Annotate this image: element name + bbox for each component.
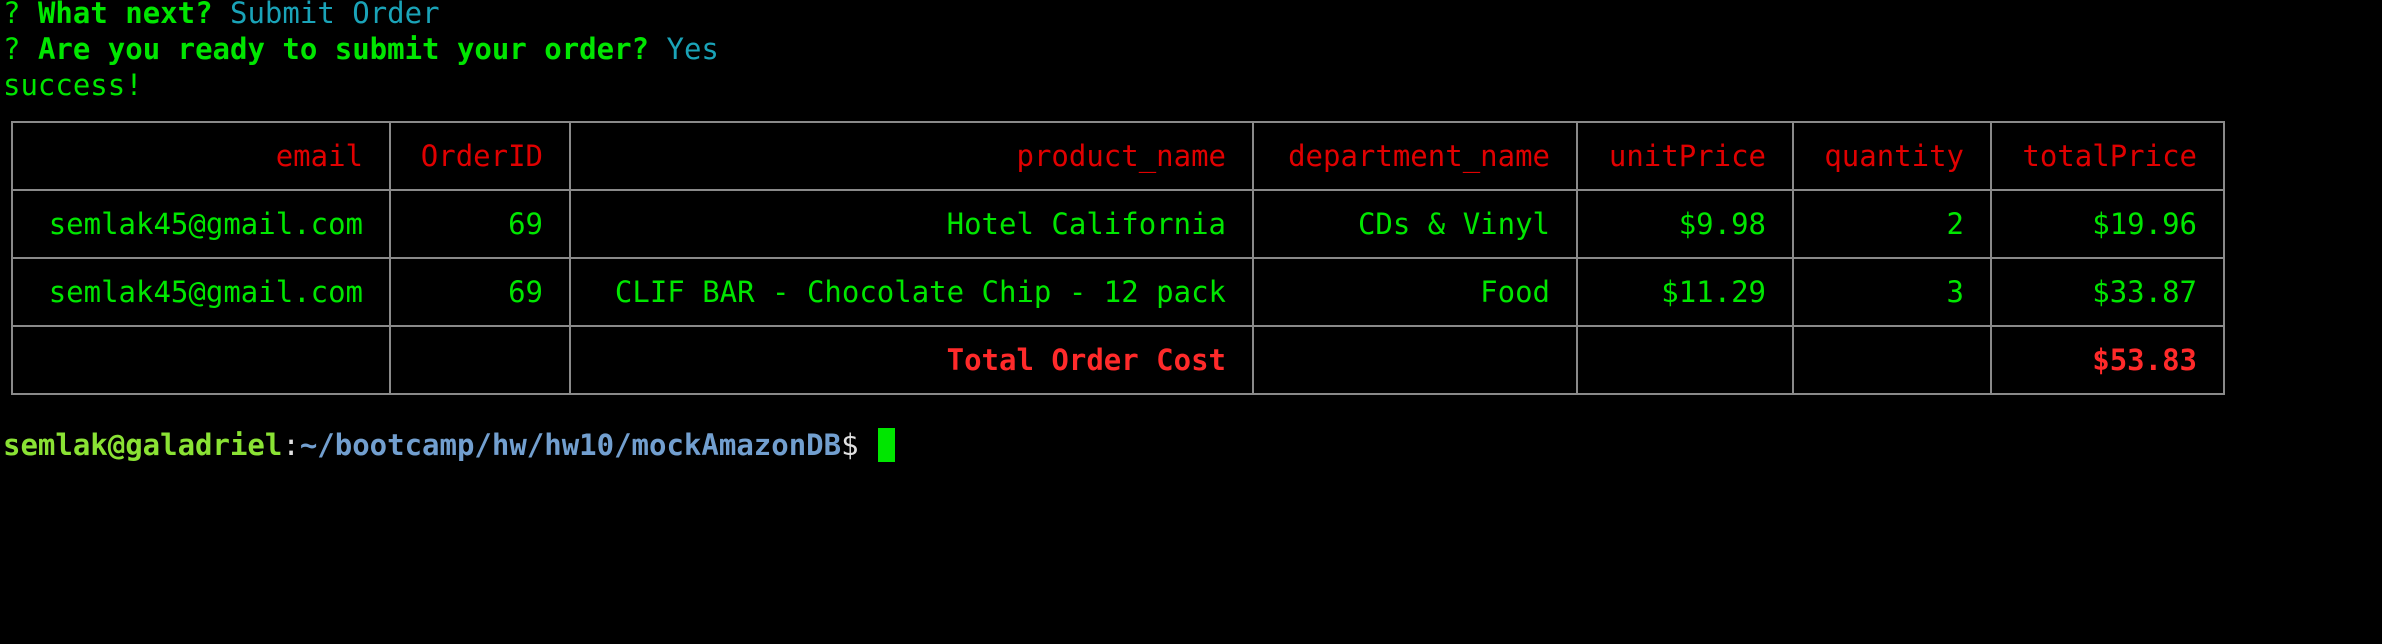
orders-table: email OrderID product_name department_na… bbox=[11, 121, 2225, 395]
cell-email: semlak45@gmail.com bbox=[11, 257, 391, 327]
cell-orderid: 69 bbox=[389, 257, 571, 327]
total-order-cost-label: Total Order Cost bbox=[569, 325, 1254, 395]
prompt-marker: ? bbox=[3, 0, 21, 30]
cell-empty bbox=[1576, 325, 1794, 395]
cell-product-name: CLIF BAR - Chocolate Chip - 12 pack bbox=[569, 257, 1254, 327]
cell-unit-price: $11.29 bbox=[1576, 257, 1794, 327]
column-header-unit-price: unitPrice bbox=[1576, 121, 1794, 191]
terminal-cursor[interactable] bbox=[878, 428, 896, 462]
cell-quantity: 2 bbox=[1792, 189, 1992, 259]
prompt-answer: Submit Order bbox=[230, 0, 440, 30]
prompt-colon: : bbox=[282, 428, 300, 462]
prompt-path: ~/bootcamp/hw/hw10/mockAmazonDB bbox=[299, 428, 842, 462]
column-header-quantity: quantity bbox=[1792, 121, 1992, 191]
cell-quantity: 3 bbox=[1792, 257, 1992, 327]
cell-department-name: CDs & Vinyl bbox=[1252, 189, 1578, 259]
prompt-answer: Yes bbox=[666, 32, 719, 66]
prompt-user-host: semlak@galadriel bbox=[3, 428, 283, 462]
prompt-marker: ? bbox=[3, 32, 21, 66]
prompt-line-2: ? Are you ready to submit your order? Ye… bbox=[3, 31, 719, 67]
cell-orderid: 69 bbox=[389, 189, 571, 259]
cell-empty bbox=[1252, 325, 1578, 395]
total-order-cost-value: $53.83 bbox=[1990, 325, 2225, 395]
prompt-question: What next? bbox=[37, 0, 213, 30]
cell-department-name: Food bbox=[1252, 257, 1578, 327]
table-row: semlak45@gmail.com 69 CLIF BAR - Chocola… bbox=[11, 257, 2225, 327]
cell-empty bbox=[1792, 325, 1992, 395]
table-header-row: email OrderID product_name department_na… bbox=[11, 121, 2225, 191]
prompt-question: Are you ready to submit your order? bbox=[37, 32, 650, 66]
cell-empty bbox=[11, 325, 391, 395]
cell-total-price: $33.87 bbox=[1990, 257, 2225, 327]
column-header-product-name: product_name bbox=[569, 121, 1254, 191]
cell-empty bbox=[389, 325, 571, 395]
status-text: success! bbox=[3, 68, 143, 102]
shell-prompt-line[interactable]: semlak@galadriel:~/bootcamp/hw/hw10/mock… bbox=[3, 427, 896, 463]
cell-product-name: Hotel California bbox=[569, 189, 1254, 259]
table-row: semlak45@gmail.com 69 Hotel California C… bbox=[11, 189, 2225, 259]
prompt-dollar: $ bbox=[841, 428, 859, 462]
cell-unit-price: $9.98 bbox=[1576, 189, 1794, 259]
column-header-email: email bbox=[11, 121, 391, 191]
total-row: Total Order Cost $53.83 bbox=[11, 325, 2225, 395]
column-header-department-name: department_name bbox=[1252, 121, 1578, 191]
cell-email: semlak45@gmail.com bbox=[11, 189, 391, 259]
column-header-orderid: OrderID bbox=[389, 121, 571, 191]
column-header-total-price: totalPrice bbox=[1990, 121, 2225, 191]
cell-total-price: $19.96 bbox=[1990, 189, 2225, 259]
prompt-line-1: ? What next? Submit Order bbox=[3, 0, 440, 31]
